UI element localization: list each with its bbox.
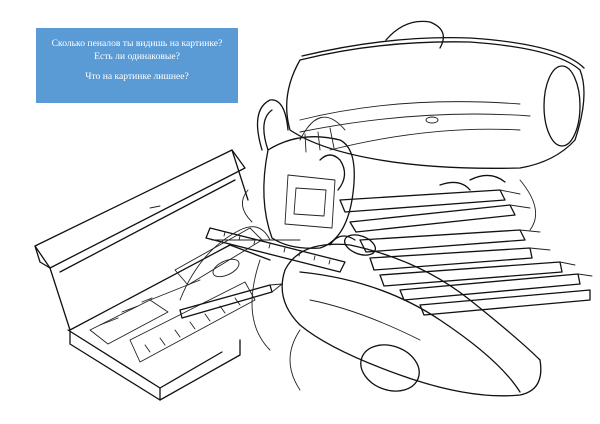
backpack bbox=[242, 99, 355, 249]
scribble-outlines bbox=[179, 179, 537, 391]
question-box: Сколько пеналов ты видишь на картинке? Е… bbox=[36, 28, 238, 103]
question-text-2: Что на картинке лишнее? bbox=[85, 71, 189, 82]
eraser bbox=[344, 234, 376, 256]
cylinder-pencil-case bbox=[286, 20, 585, 169]
question-text-1: Сколько пеналов ты видишь на картинке? Е… bbox=[51, 38, 223, 62]
ruler bbox=[205, 227, 346, 273]
pen bbox=[179, 283, 283, 319]
soft-pencil-pouch bbox=[281, 235, 542, 397]
pencils bbox=[339, 174, 593, 316]
rigid-box-pencil-case bbox=[34, 149, 301, 401]
